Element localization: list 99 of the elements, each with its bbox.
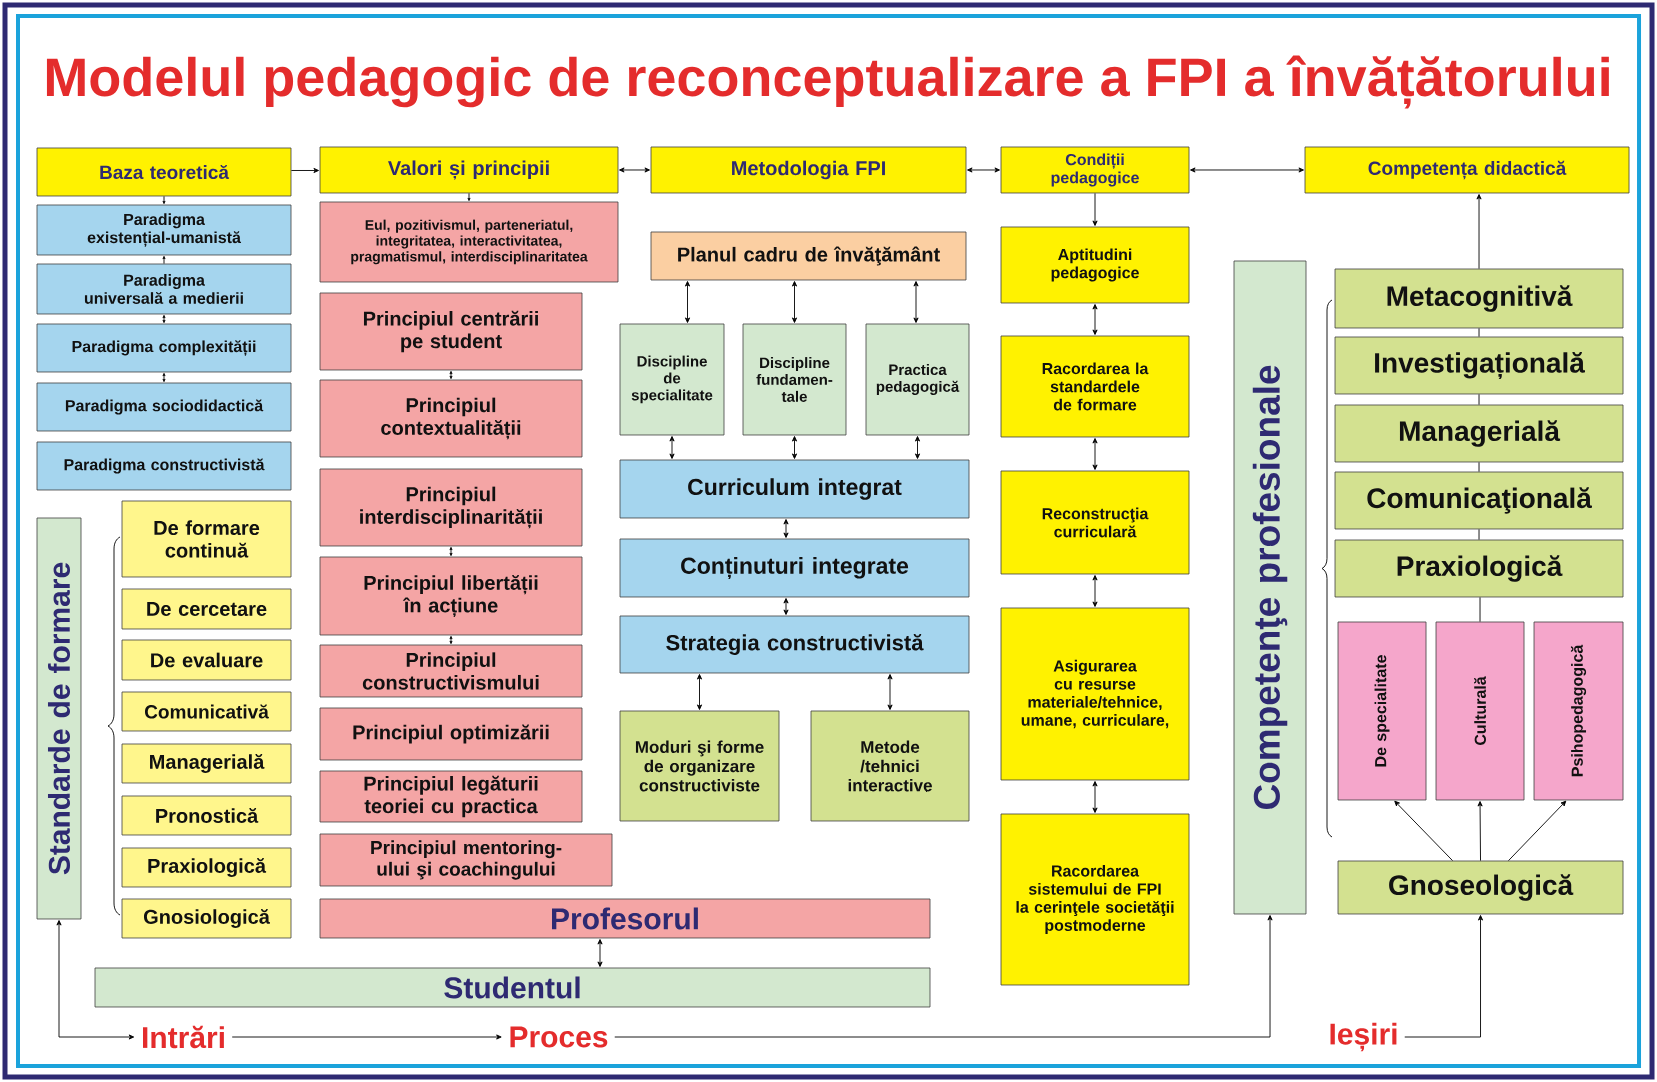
connector-line — [1478, 393, 1480, 406]
heading-box: Condiții pedagogice — [1000, 146, 1190, 194]
arrow — [1092, 438, 1098, 470]
curriculum-box: Conținuturi integrate — [619, 538, 970, 598]
arrow — [597, 939, 603, 967]
standard-box: Pronostică — [121, 795, 292, 836]
arrow — [914, 436, 921, 459]
arrow — [913, 281, 919, 323]
method-box: Metode /tehnici interactive — [810, 710, 970, 822]
competence-box: Managerială — [1334, 404, 1624, 463]
arrow — [684, 281, 691, 323]
heading-box: Baza teoretică — [36, 147, 292, 197]
vertical-label-box: Competenţe profesionale — [1233, 260, 1307, 915]
connector-line — [1478, 461, 1480, 473]
discipline-box: Discipline fundamen-tale — [742, 323, 847, 436]
condition-box: Racordarea sistemului de FPI la cerinţele societăţii postmoderne — [1000, 813, 1190, 986]
condition-box: Aptitudini pedagogice — [1000, 226, 1190, 304]
condition-box: Reconstrucţia curriculară — [1000, 470, 1190, 575]
method-box: Moduri şi forme de organizare constructiviste — [619, 710, 780, 822]
paradigm-box: Paradigma sociodidactică — [36, 382, 292, 432]
arrow — [669, 436, 675, 459]
arrow — [1476, 194, 1482, 270]
competence-box: Gnoseologică — [1337, 860, 1624, 915]
arrow — [1190, 167, 1304, 173]
condition-box: Asigurarea cu resurse materiale/tehnice, umane, curriculare, — [1000, 607, 1190, 781]
plan-box: Planul cadru de învăţământ — [650, 231, 967, 281]
actor-bar: Profesorul — [319, 898, 931, 939]
principle-box: Principiul mentoring-ului şi coachingului — [319, 833, 613, 887]
arrow — [449, 370, 453, 380]
flow-label: Proces — [510, 1026, 608, 1048]
principle-box: Principiul legăturii teoriei cu practica — [319, 770, 583, 823]
discipline-box: Discipline de specialitate — [619, 323, 725, 436]
standard-box: Managerială — [121, 743, 292, 784]
principle-box: Principiul optimizării — [319, 707, 583, 761]
arrow — [467, 192, 471, 202]
condition-box: Racordarea la standardele de formare — [1000, 335, 1190, 438]
arrow — [449, 635, 453, 645]
arrow — [162, 314, 166, 324]
principle-box: Principiul libertății în acțiune — [319, 556, 583, 636]
values-box: Eul, pozitivismul, parteneriatul, integritatea, interactivitatea, pragmatismul, interdisciplinaritatea — [319, 201, 619, 283]
competence-box: Comunicaţională — [1334, 471, 1624, 530]
arrow — [791, 281, 798, 323]
principle-box: Principiul contextualității — [319, 379, 583, 458]
arrow — [162, 255, 166, 265]
competence-box: Culturală — [1435, 621, 1525, 801]
arrow — [967, 167, 1000, 173]
arrow — [1092, 575, 1098, 607]
arrow — [696, 674, 703, 710]
principle-box: Principiul centrării pe student — [319, 292, 583, 371]
standard-box: Gnosiologică — [121, 898, 292, 939]
arrow — [1092, 192, 1098, 226]
connector-line — [1479, 596, 1481, 623]
heading-box: Valori și principii — [319, 146, 619, 194]
arrow — [1508, 800, 1567, 862]
arrow — [449, 546, 453, 557]
arrow — [1404, 915, 1484, 1038]
arrow — [1092, 304, 1098, 335]
arrow — [614, 915, 1273, 1038]
competence-box: Metacognitivă — [1334, 268, 1624, 329]
flow-label: Intrări — [143, 1025, 224, 1049]
standard-box: De evaluare — [121, 639, 292, 681]
arrow — [887, 674, 893, 710]
principle-box: Principiul constructivismului — [319, 644, 583, 698]
principle-box: Principiul interdisciplinarității — [319, 468, 583, 547]
competence-box: De specialitate — [1337, 621, 1427, 801]
arrow — [783, 519, 789, 538]
arrow — [162, 372, 166, 383]
competence-box: Praxiologică — [1334, 539, 1624, 598]
arrow — [1477, 801, 1483, 862]
competence-box: Psihopedagogică — [1533, 621, 1624, 801]
arrow — [791, 436, 798, 459]
arrow — [1092, 781, 1098, 813]
discipline-box: Practica pedagogică — [865, 323, 970, 436]
flow-label: Ieșiri — [1330, 1022, 1397, 1052]
arrow — [56, 920, 135, 1040]
arrow — [783, 598, 789, 615]
curriculum-box: Curriculum integrat — [619, 459, 970, 519]
arrow — [290, 167, 319, 174]
arrow — [231, 1034, 502, 1040]
paradigm-box: Paradigma existențial-umanistă — [36, 204, 292, 256]
competence-box: Investigațională — [1334, 336, 1624, 395]
curriculum-box: Strategia constructivistă — [619, 615, 970, 674]
arrow — [162, 195, 166, 205]
connector-line — [1478, 327, 1480, 338]
title: Modelul pedagogic de reconceptualizare a FPI a învățătorului — [46, 55, 1609, 109]
actor-bar: Studentul — [94, 967, 931, 1008]
connector-line — [1478, 528, 1480, 541]
standard-box: Comunicativă — [121, 691, 292, 732]
heading-box: Competența didactică — [1304, 146, 1630, 194]
paradigm-box: Paradigma universală a medierii — [36, 263, 292, 315]
arrow — [1394, 800, 1453, 862]
vertical-label-box: Standarde de formare — [36, 517, 82, 920]
paradigm-box: Paradigma complexității — [36, 323, 292, 373]
heading-box: Metodologia FPI — [650, 146, 967, 194]
arrow — [619, 167, 650, 173]
paradigm-box: Paradigma constructivistă — [36, 441, 292, 491]
standard-box: De formare continuă — [121, 500, 292, 578]
standard-box: De cercetare — [121, 588, 292, 630]
standard-box: Praxiologică — [121, 847, 292, 888]
